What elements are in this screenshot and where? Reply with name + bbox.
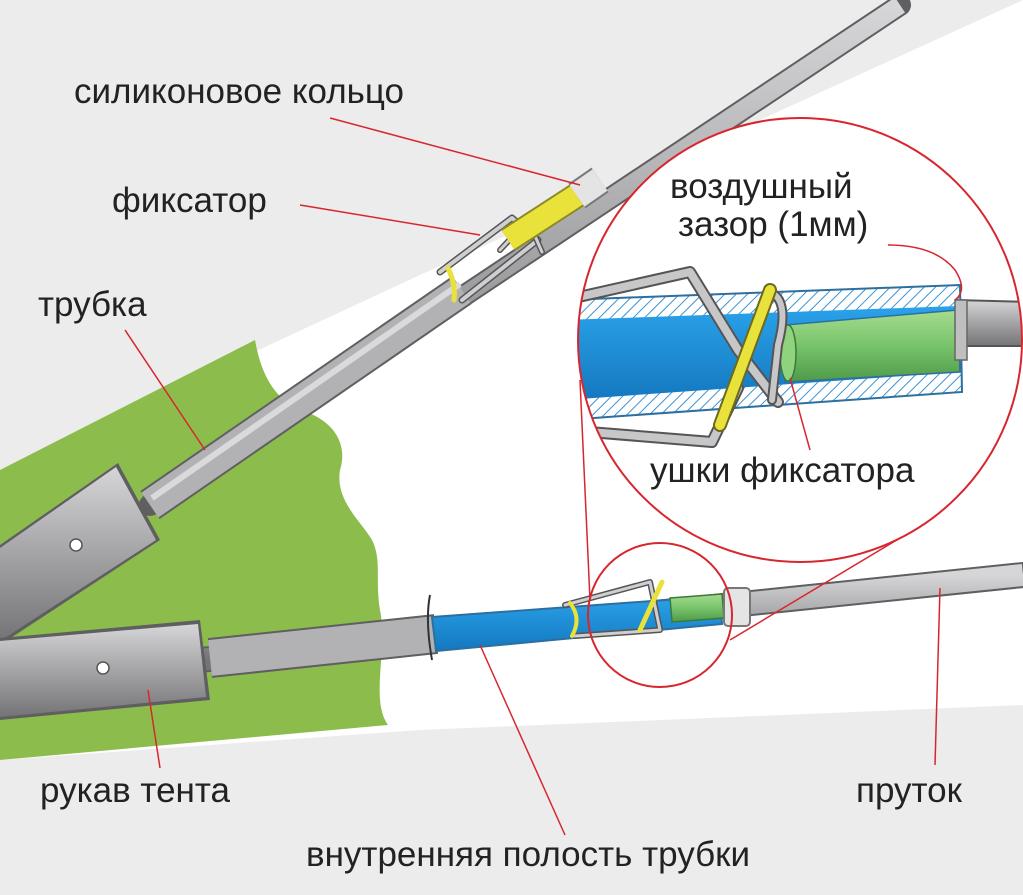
lower-tent-sleeve <box>0 620 210 720</box>
label-air-gap-line1: воздушный <box>670 167 853 206</box>
label-tube-cavity: внутренняя полость трубки <box>306 835 750 874</box>
upper-tent-sleeve <box>0 463 160 645</box>
label-fixator: фиксатор <box>112 181 267 220</box>
label-silicone-ring: силиконовое кольцо <box>74 72 405 111</box>
label-rod: пруток <box>856 771 962 810</box>
lower-zoom-marker <box>587 542 733 688</box>
label-air-gap: воздушный зазор (1мм) <box>670 168 868 244</box>
upper-silicone-ring <box>568 167 609 209</box>
lower-rod-green <box>669 593 725 623</box>
lower-fixator <box>562 579 665 639</box>
zoom-detail <box>577 117 1023 563</box>
label-air-gap-line2: зазор (1мм) <box>678 205 869 244</box>
label-fixator-ears: ушки фиксатора <box>650 451 915 490</box>
leader-lines <box>124 117 963 836</box>
upper-yellow-insert <box>500 179 593 251</box>
lower-pole <box>0 562 1023 720</box>
label-tube: трубка <box>38 285 147 324</box>
label-tent-sleeve: рукав тента <box>40 771 230 810</box>
upper-pole <box>0 0 911 645</box>
